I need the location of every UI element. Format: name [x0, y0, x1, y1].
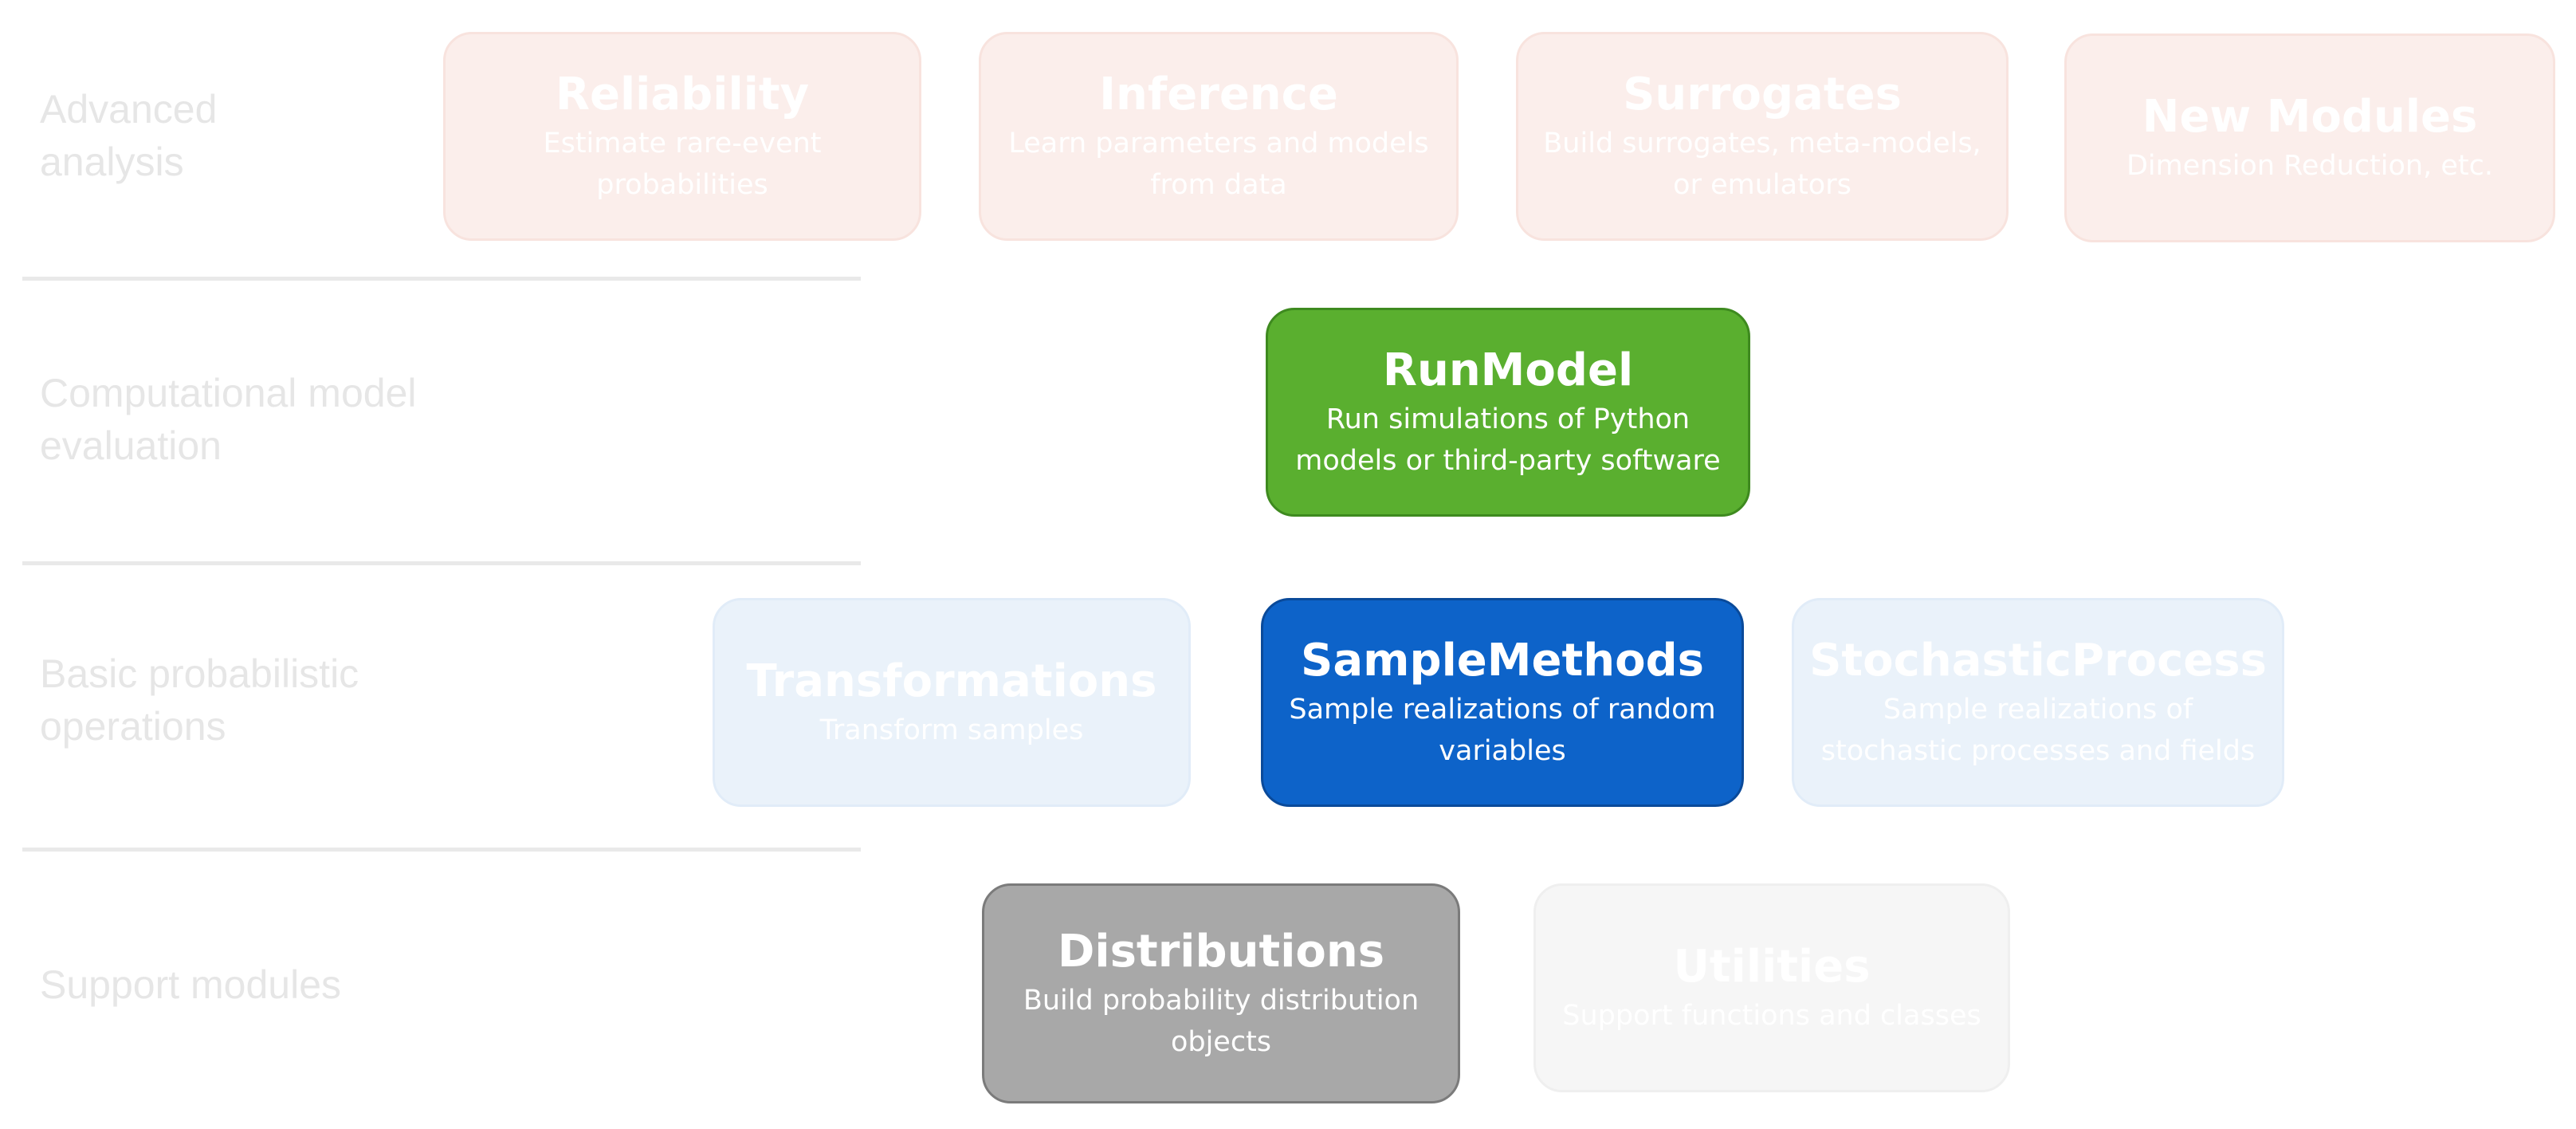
module-title: Distributions	[1057, 926, 1385, 978]
module-title: Surrogates	[1623, 69, 1902, 120]
row-separator	[22, 277, 861, 281]
module-description: Transform samples	[819, 714, 1084, 746]
row-label-basic-probabilistic-operations: Basic probabilistic operations	[40, 651, 359, 749]
module-description: Sample realizations of random variables	[1289, 694, 1716, 767]
row-label-support-modules: Support modules	[40, 962, 342, 1007]
row-separator	[22, 848, 861, 852]
module-samplemethods: SampleMethods Sample realizations of ran…	[1261, 598, 1744, 807]
module-description: Support functions and classes	[1562, 1000, 1981, 1032]
module-description: Sample realizations of stochastic proces…	[1820, 694, 2256, 767]
row-label-advanced-analysis: Advanced analysis	[40, 87, 218, 184]
module-description: Build surrogates, meta-models, or emulat…	[1543, 128, 1981, 201]
module-title: Inference	[1099, 69, 1338, 120]
module-reliability: Reliability Estimate rare-event probabil…	[443, 32, 921, 241]
module-utilities: Utilities Support functions and classes	[1533, 883, 2010, 1092]
row-label-computational-model-evaluation: Computational model evaluation	[40, 371, 417, 468]
row-separator	[22, 561, 861, 565]
module-surrogates: Surrogates Build surrogates, meta-models…	[1516, 32, 2009, 241]
module-description: Run simulations of Python models or thir…	[1295, 403, 1721, 477]
module-transformations: Transformations Transform samples	[713, 598, 1191, 807]
module-title: StochasticProcess	[1809, 635, 2267, 686]
module-description: Build probability distribution objects	[1023, 985, 1420, 1058]
module-inference: Inference Learn parameters and models fr…	[979, 32, 1459, 241]
module-stochastic-process: StochasticProcess Sample realizations of…	[1792, 598, 2284, 807]
module-title: RunModel	[1382, 344, 1634, 396]
module-description: Dimension Reduction, etc.	[2126, 150, 2493, 182]
module-title: New Modules	[2142, 91, 2478, 143]
module-new-modules: New Modules Dimension Reduction, etc.	[2064, 33, 2555, 242]
module-title: Utilities	[1673, 941, 1871, 993]
module-distributions: Distributions Build probability distribu…	[982, 883, 1460, 1103]
module-title: SampleMethods	[1301, 635, 1704, 686]
module-runmodel: RunModel Run simulations of Python model…	[1266, 308, 1750, 517]
module-title: Reliability	[555, 69, 810, 120]
module-description: Estimate rare-event probabilities	[543, 128, 822, 201]
module-title: Transformations	[746, 655, 1157, 707]
module-description: Learn parameters and models from data	[1008, 128, 1429, 201]
